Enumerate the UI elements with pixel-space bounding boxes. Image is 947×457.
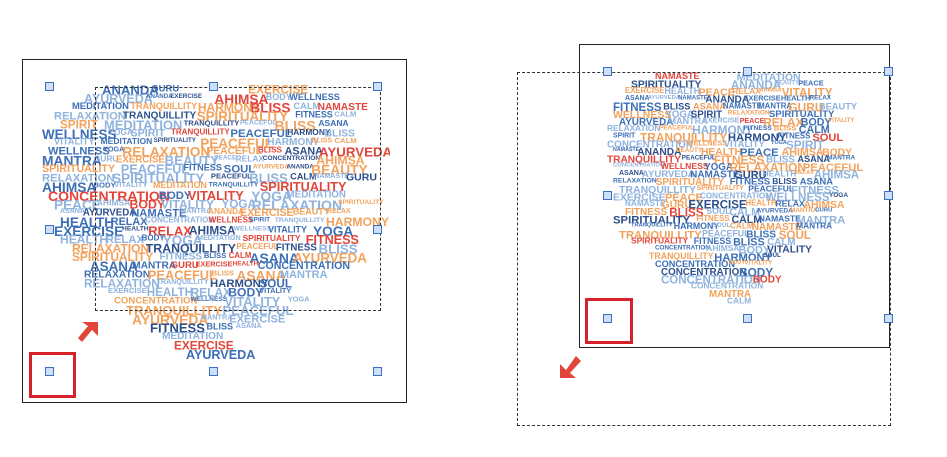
- word-cloud-word: ASANA: [60, 208, 85, 215]
- right-handle-top-center[interactable]: [743, 67, 752, 76]
- left-bottom-left-handle-highlight: [29, 352, 76, 398]
- right-panel: NAMASTEMEDITATIONSPIRITUALITYANANDABEAUT…: [470, 0, 947, 457]
- right-handle-middle-right[interactable]: [884, 191, 893, 200]
- word-cloud-word: BLISS: [207, 322, 234, 332]
- left-handle-top-right[interactable]: [373, 82, 382, 91]
- left-panel: ANANDAGURUEXERCISEAYURVEDAANANDAEXERCISE…: [0, 0, 470, 457]
- red-arrow-up-right-icon: [76, 320, 102, 346]
- left-handle-bottom-center[interactable]: [209, 367, 218, 376]
- right-handle-bottom-right[interactable]: [884, 314, 893, 323]
- red-arrow-down-left-icon: [556, 352, 584, 380]
- right-handle-top-right[interactable]: [884, 67, 893, 76]
- right-handle-top-left[interactable]: [603, 67, 612, 76]
- left-crop-selection[interactable]: [95, 87, 381, 311]
- left-handle-top-center[interactable]: [209, 82, 218, 91]
- left-handle-top-left[interactable]: [45, 82, 54, 91]
- right-handle-bottom-center[interactable]: [743, 314, 752, 323]
- word-cloud-word: AYURVEDA: [186, 348, 255, 362]
- left-handle-middle-left[interactable]: [45, 225, 54, 234]
- left-handle-middle-right[interactable]: [373, 225, 382, 234]
- right-bottom-left-handle-highlight: [585, 298, 633, 344]
- word-cloud-word: ASANA: [236, 321, 263, 330]
- right-handle-middle-left[interactable]: [603, 191, 612, 200]
- left-handle-bottom-right[interactable]: [373, 367, 382, 376]
